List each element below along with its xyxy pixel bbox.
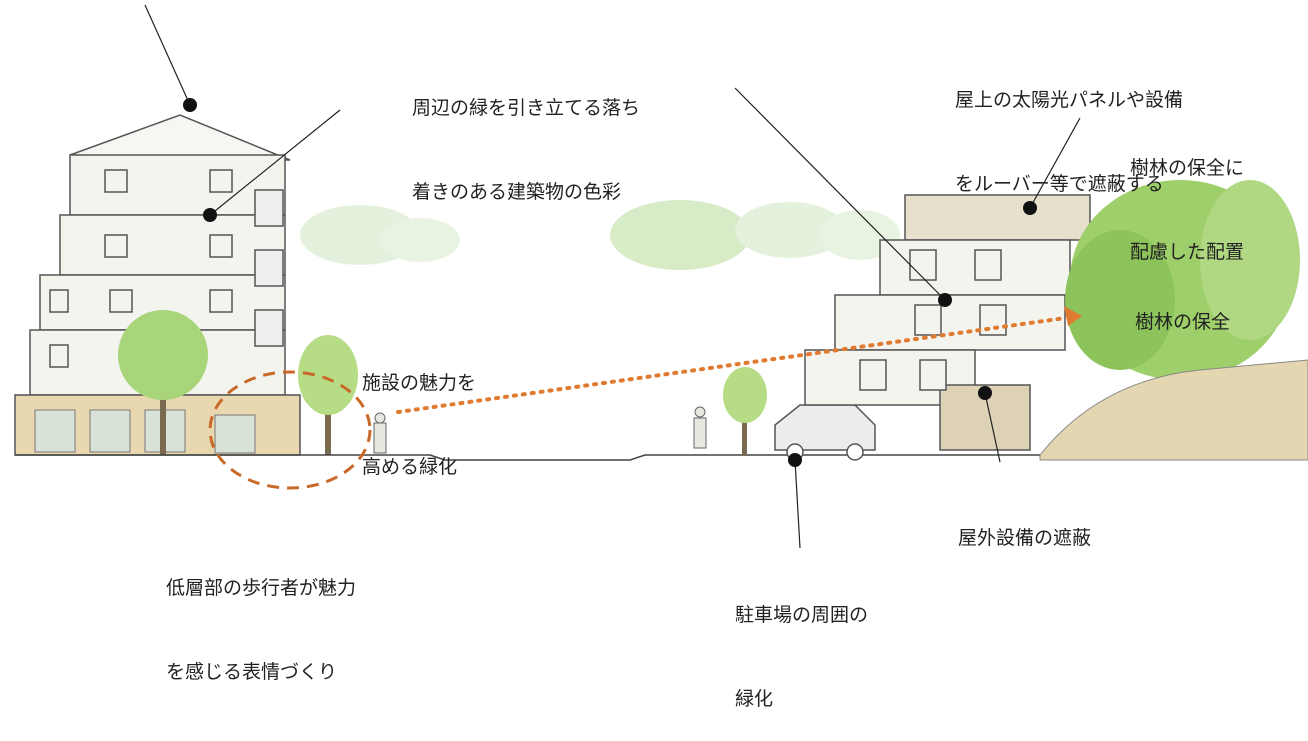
arrow-head xyxy=(1064,306,1082,326)
label-rooftop-line2: をルーバー等で遮蔽する xyxy=(955,173,1164,195)
label-pedestrian-line1: 低層部の歩行者が魅力 xyxy=(166,577,357,599)
label-forest-layout-line1: 樹林の保全に xyxy=(1130,157,1245,179)
label-forest-layout-line2: 配慮した配置 xyxy=(1130,241,1245,263)
leader-dots xyxy=(183,98,1037,467)
parked-car xyxy=(774,404,876,461)
label-building-color: 周辺の緑を引き立てる落ち 着きのある建築物の色彩 xyxy=(412,38,640,234)
label-facility-green-line1: 施設の魅力を xyxy=(362,372,477,394)
label-facility-green-line2: 高める緑化 xyxy=(362,456,458,478)
background-foliage xyxy=(300,200,900,270)
label-rooftop-line1: 屋上の太陽光パネルや設備 xyxy=(955,89,1184,111)
label-forest-layout: 樹林の保全に 配慮した配置 xyxy=(1130,98,1244,294)
leader-lines xyxy=(144,4,1081,549)
label-facility-green: 施設の魅力を 高める緑化 xyxy=(362,313,476,509)
elevation-sketch xyxy=(14,4,1308,549)
left-trees xyxy=(118,310,358,455)
left-ground-floor-shops xyxy=(34,409,256,454)
label-parking-green: 駐車場の周囲の 緑化 xyxy=(735,545,868,741)
left-building xyxy=(14,114,301,456)
label-building-color-line2: 着きのある建築物の色彩 xyxy=(412,181,622,203)
label-pedestrian-line2: を感じる表情づくり xyxy=(166,661,338,683)
label-parking-line1: 駐車場の周囲の xyxy=(735,604,869,626)
pedestrian-focus-ellipse xyxy=(208,370,372,490)
view-direction-arrow xyxy=(396,316,1067,414)
label-forest-preserve: 樹林の保全 xyxy=(1135,252,1230,364)
label-outdoor-equipment-text: 屋外設備の遮蔽 xyxy=(958,527,1092,549)
pedestrians xyxy=(373,406,707,454)
right-forest xyxy=(1039,180,1308,461)
label-rooftop-screening: 屋上の太陽光パネルや設備 をルーバー等で遮蔽する xyxy=(955,30,1183,226)
ground-line xyxy=(15,454,1040,461)
label-forest-preserve-text: 樹林の保全 xyxy=(1135,311,1231,333)
label-outdoor-equipment: 屋外設備の遮蔽 xyxy=(958,468,1091,580)
center-tree xyxy=(723,367,767,455)
label-parking-line2: 緑化 xyxy=(735,688,774,710)
label-building-color-line1: 周辺の緑を引き立てる落ち xyxy=(412,97,641,119)
label-pedestrian-expression: 低層部の歩行者が魅力 を感じる表情づくり xyxy=(166,518,356,714)
